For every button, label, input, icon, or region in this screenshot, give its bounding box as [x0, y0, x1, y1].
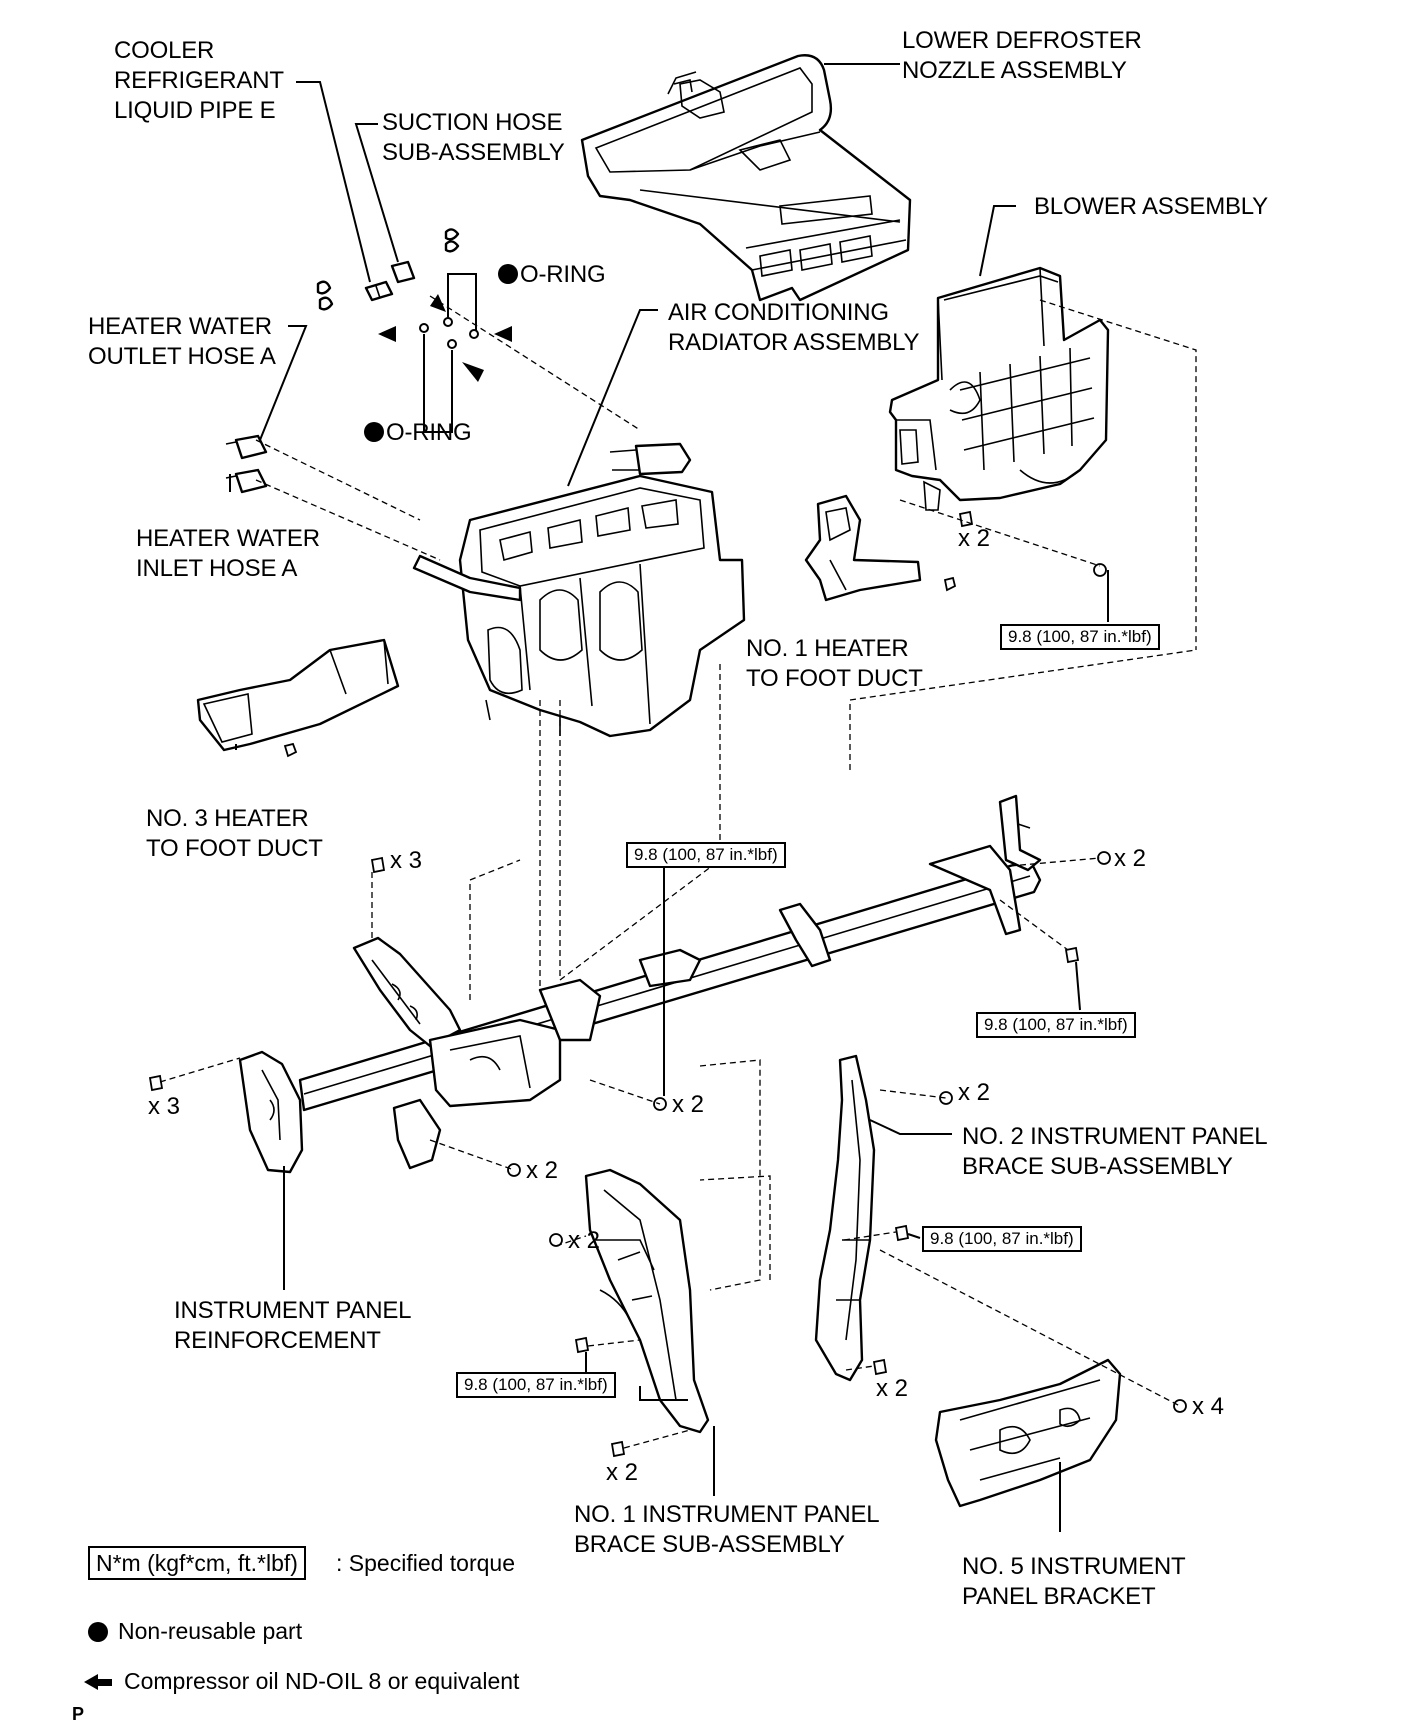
no1-foot-duct-drawing [804, 494, 957, 602]
label-o-ring-bottom: O-RING [386, 419, 472, 446]
label-ip-reinforcement-2: REINFORCEMENT [174, 1327, 381, 1354]
pipe-connection-cluster [225, 228, 512, 494]
label-no5-bracket-2: PANEL BRACKET [962, 1583, 1156, 1610]
no5-bracket-drawing [934, 1358, 1122, 1508]
label-heater-inlet-1: HEATER WATER [136, 525, 320, 552]
label-cooler-pipe-2: REFRIGERANT [114, 67, 284, 94]
callout-leaders [229, 63, 1109, 1532]
no3-foot-duct-drawing [196, 638, 400, 758]
label-no3-foot-duct-1: NO. 3 HEATER [146, 805, 309, 832]
label-no1-foot-duct-1: NO. 1 HEATER [746, 635, 909, 662]
ac-radiator-unit-drawing [412, 442, 746, 738]
label-ip-reinforcement-1: INSTRUMENT PANEL [174, 1297, 412, 1324]
qty-bracket5-nuts: x 4 [1192, 1393, 1225, 1420]
label-ac-radiator-1: AIR CONDITIONING [668, 299, 889, 326]
label-no2-brace-2: BRACE SUB-ASSEMBLY [962, 1153, 1233, 1180]
blower-assembly-drawing [888, 266, 1110, 511]
no2-brace-drawing [814, 1054, 876, 1382]
label-blower-assembly: BLOWER ASSEMBLY [1034, 193, 1268, 220]
qty-brace2-top-nuts: x 2 [958, 1079, 991, 1106]
label-lower-defroster-2: NOZZLE ASSEMBLY [902, 57, 1127, 84]
dashed-installation-guides [159, 295, 1197, 1449]
label-heater-outlet-1: HEATER WATER [88, 313, 272, 340]
legend-compressor-oil-text: Compressor oil ND-OIL 8 or equivalent [124, 1668, 520, 1694]
qty-brace2-bottom-bolts: x 2 [876, 1375, 909, 1402]
label-o-ring-top: O-RING [520, 261, 606, 288]
label-suction-hose-1: SUCTION HOSE [382, 109, 563, 136]
label-no1-foot-duct-2: TO FOOT DUCT [746, 665, 923, 692]
label-lower-defroster-1: LOWER DEFROSTER [902, 27, 1142, 54]
non-reusable-dot-top [498, 264, 518, 284]
legend-arrow-icon [84, 1674, 112, 1690]
qty-right-end-bolts: x 2 [1114, 845, 1147, 872]
label-no5-bracket-1: NO. 5 INSTRUMENT [962, 1553, 1186, 1580]
lower-defroster-nozzle-drawing [580, 54, 912, 302]
label-heater-inlet-2: INLET HOSE A [136, 555, 298, 582]
fasteners [148, 510, 1187, 1458]
legend-non-reusable-dot [88, 1622, 108, 1642]
qty-blower-bolts: x 2 [958, 525, 991, 552]
legend-torque-unit-box: N*m (kgf*cm, ft.*lbf) [88, 1546, 306, 1580]
non-reusable-dot-bottom [364, 422, 384, 442]
no1-brace-drawing [584, 1168, 710, 1434]
label-no1-brace-2: BRACE SUB-ASSEMBLY [574, 1531, 845, 1558]
torque-box-right-end: 9.8 (100, 87 in.*lbf) [976, 1012, 1136, 1038]
qty-top-bolt: x 3 [390, 847, 423, 874]
torque-box-brace1: 9.8 (100, 87 in.*lbf) [456, 1372, 616, 1398]
legend-non-reusable-text: Non-reusable part [118, 1618, 303, 1644]
torque-box-center: 9.8 (100, 87 in.*lbf) [626, 842, 786, 868]
legend-torque-description: : Specified torque [336, 1550, 516, 1576]
label-cooler-pipe-1: COOLER [114, 37, 215, 64]
page-identifier: P [72, 1704, 85, 1724]
torque-box-brace2: 9.8 (100, 87 in.*lbf) [922, 1226, 1082, 1252]
label-no2-brace-1: NO. 2 INSTRUMENT PANEL [962, 1123, 1268, 1150]
torque-box-blower: 9.8 (100, 87 in.*lbf) [1000, 624, 1160, 650]
instrument-panel-reinforcement-drawing [238, 794, 1042, 1174]
label-ac-radiator-2: RADIATOR ASSEMBLY [668, 329, 920, 356]
label-heater-outlet-2: OUTLET HOSE A [88, 343, 276, 370]
qty-left-lower-bolts: x 2 [526, 1157, 559, 1184]
qty-brace1-bottom-bolts: x 2 [606, 1459, 639, 1486]
label-no1-brace-1: NO. 1 INSTRUMENT PANEL [574, 1501, 880, 1528]
qty-brace1-upper-nuts: x 2 [568, 1227, 601, 1254]
qty-left-end-bolts: x 3 [148, 1093, 181, 1120]
qty-center-nuts: x 2 [672, 1091, 705, 1118]
label-suction-hose-2: SUB-ASSEMBLY [382, 139, 565, 166]
label-cooler-pipe-3: LIQUID PIPE E [114, 97, 276, 124]
label-no3-foot-duct-2: TO FOOT DUCT [146, 835, 323, 862]
